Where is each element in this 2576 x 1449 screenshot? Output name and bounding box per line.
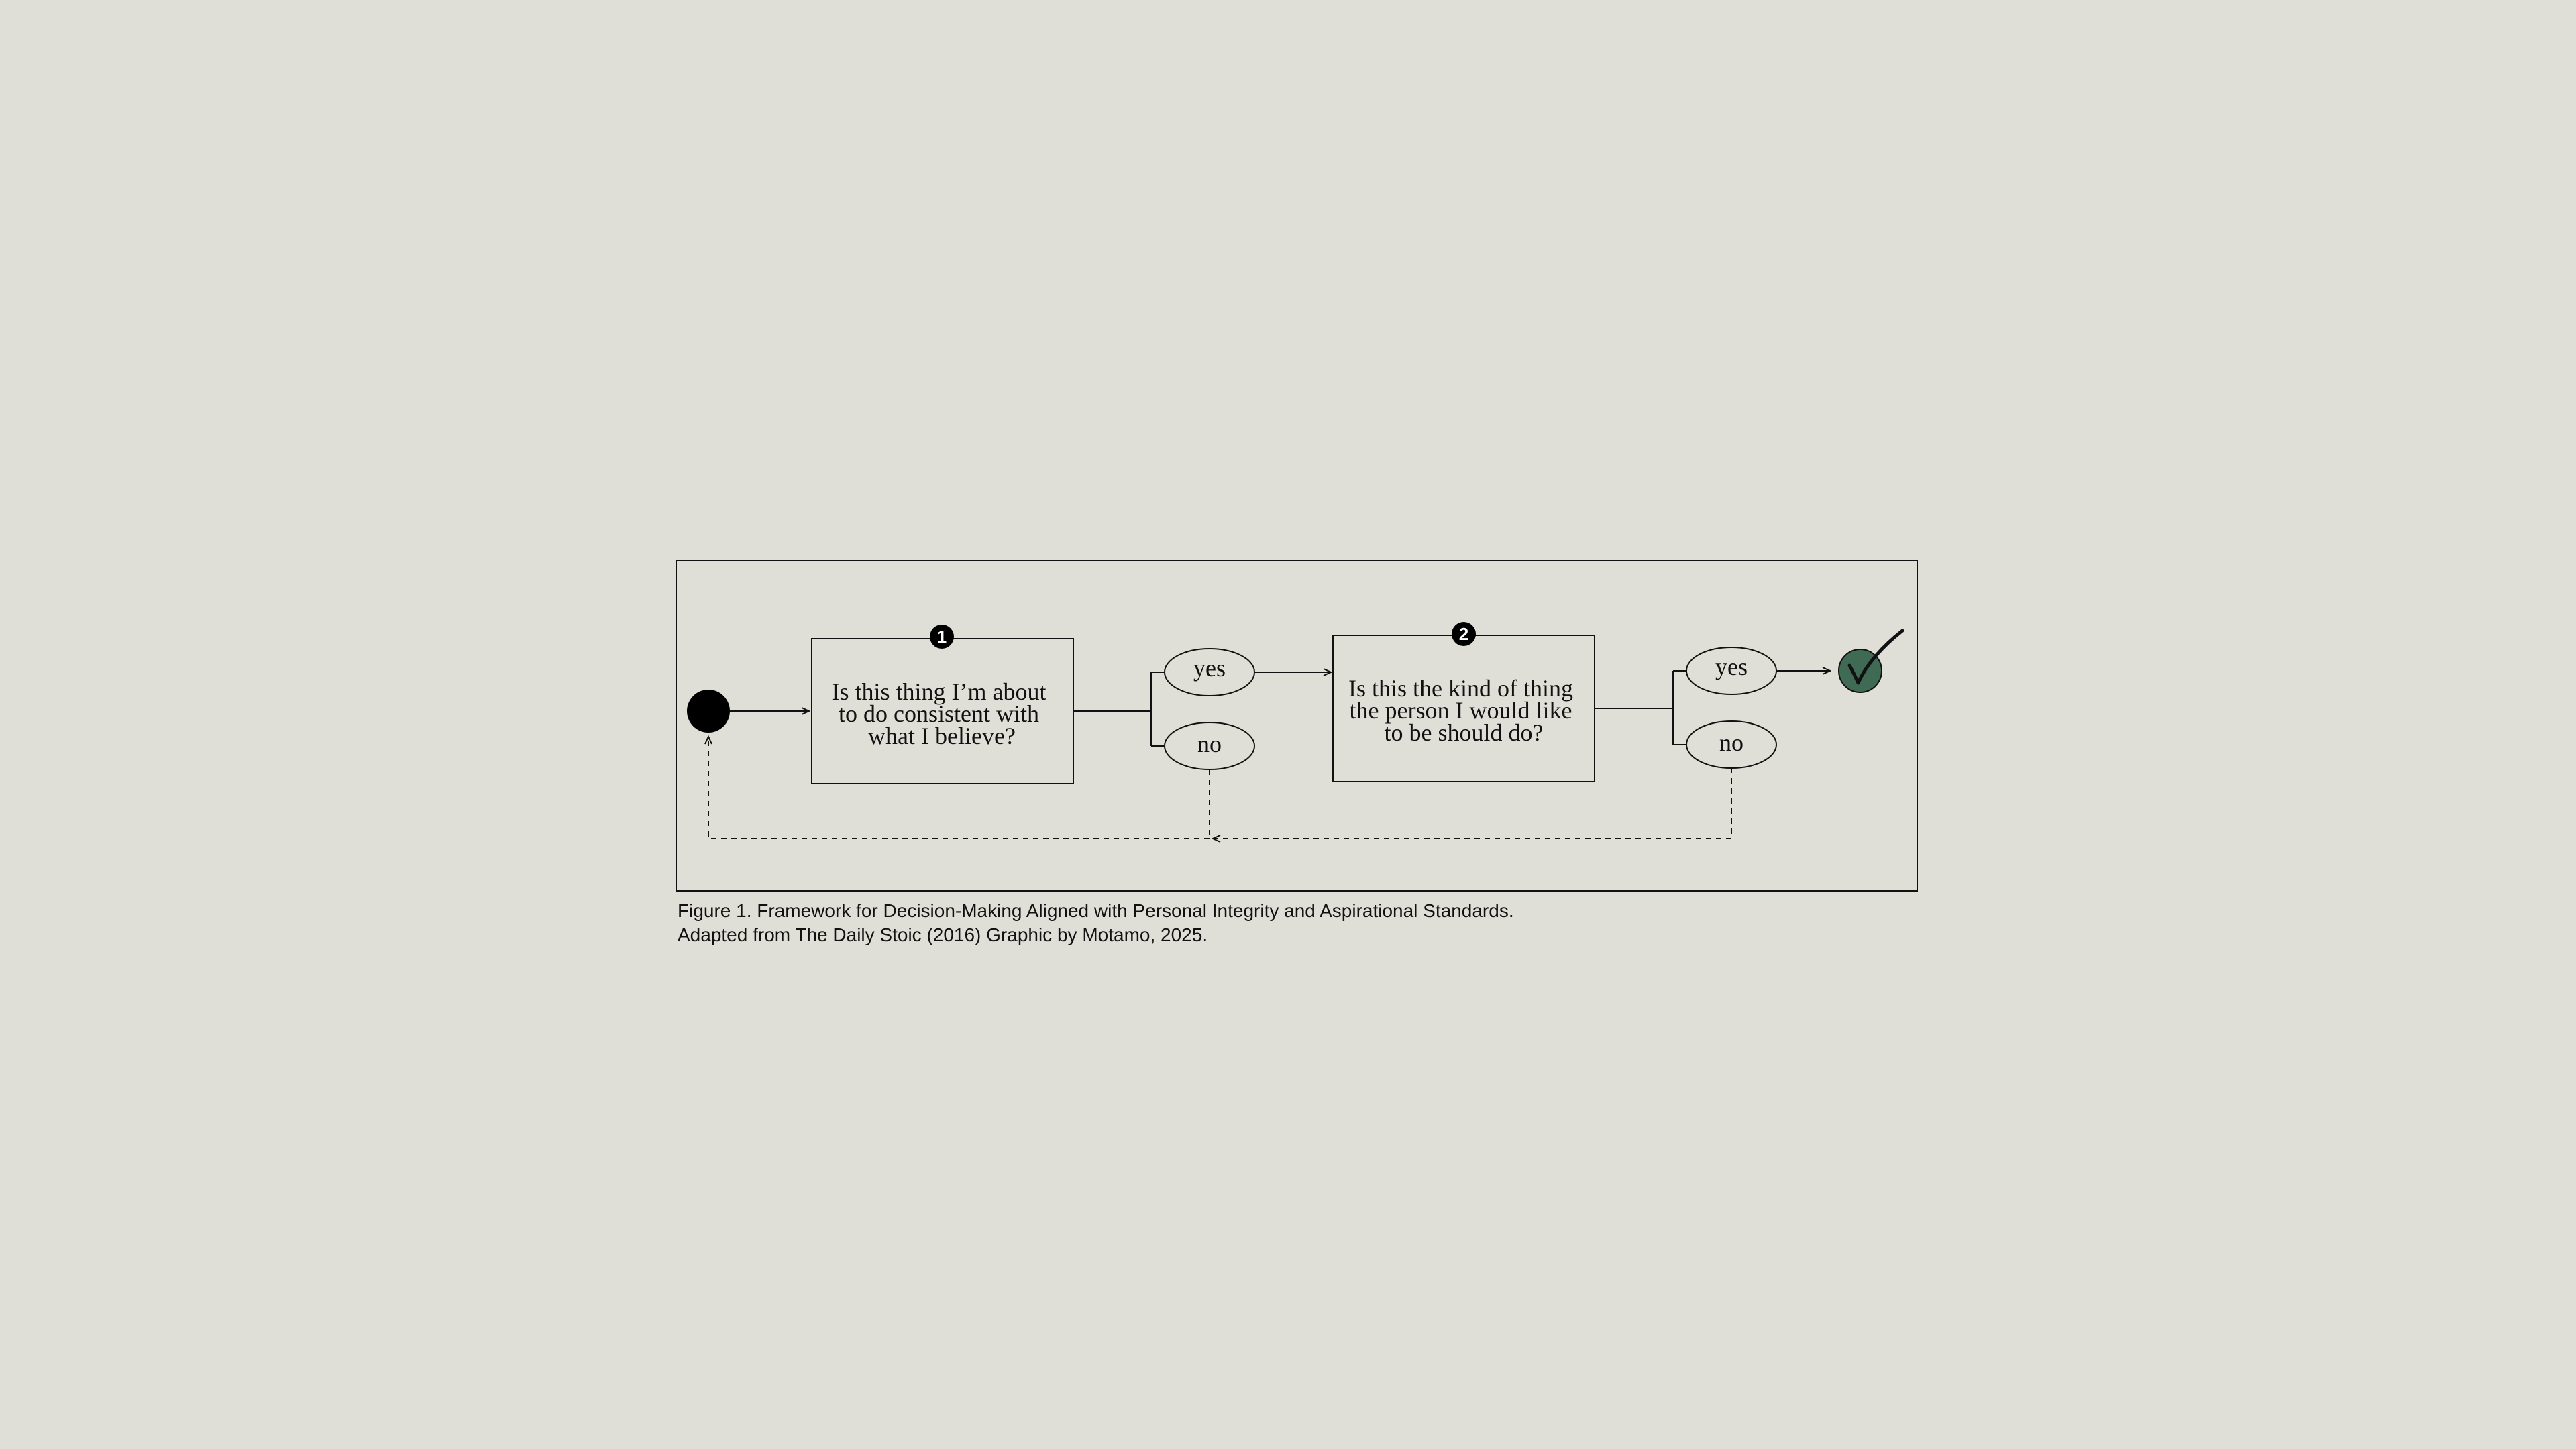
no-2-loop-back <box>1213 768 1732 839</box>
checkmark-icon <box>1838 629 1904 693</box>
question-1-line-1: Is this thing I’m about <box>832 678 1046 705</box>
start-node-icon <box>687 690 730 733</box>
yes-option-2-label: yes <box>1715 653 1748 680</box>
step-2-badge <box>1452 622 1476 646</box>
no-option-1-label: no <box>1197 731 1222 757</box>
question-1-text: Is this thing I’m about to do consistent… <box>832 678 1053 749</box>
diagram-frame <box>676 560 1918 892</box>
figure-caption: Figure 1. Framework for Decision-Making … <box>678 899 1514 947</box>
step-2-badge-label: 2 <box>1459 624 1468 644</box>
branch-connector-2 <box>1595 670 1686 745</box>
branch-connector-1 <box>1073 672 1165 747</box>
step-1-badge-label: 1 <box>937 627 947 647</box>
yes-option-1-label: yes <box>1193 655 1226 682</box>
step-1-badge <box>930 625 954 649</box>
no-option-2-label: no <box>1719 729 1743 756</box>
question-2-text: Is this the kind of thing the person I w… <box>1348 675 1579 746</box>
caption-line-2: Adapted from The Daily Stoic (2016) Grap… <box>678 924 1208 945</box>
return-to-start <box>708 737 1210 839</box>
question-2-line-1: Is this the kind of thing <box>1348 675 1573 702</box>
question-1-line-2: to do consistent with <box>839 700 1039 727</box>
question-2-line-3: to be should do? <box>1385 719 1544 746</box>
question-1-line-3: what I believe? <box>868 722 1016 749</box>
caption-line-1: Figure 1. Framework for Decision-Making … <box>678 900 1514 921</box>
question-2-line-2: the person I would like <box>1350 697 1572 724</box>
